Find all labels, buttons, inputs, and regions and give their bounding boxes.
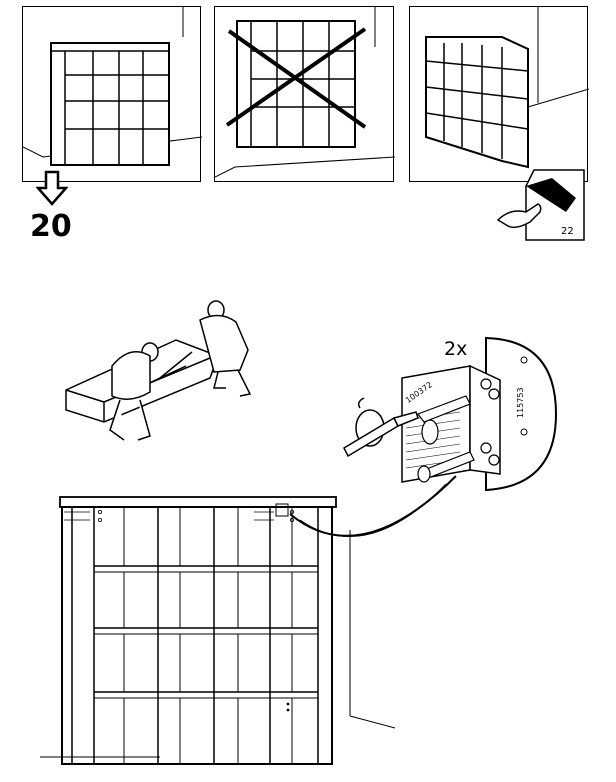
bracket-icon <box>469 364 501 475</box>
people-lifting <box>65 300 252 441</box>
quantity-label: 2x <box>444 338 468 360</box>
page-turn-icon <box>496 169 585 241</box>
screwdriver-icon <box>343 397 419 458</box>
screw-icon <box>417 395 475 483</box>
bracket-zoom-detail <box>343 336 558 492</box>
kallax-shelf <box>59 496 337 765</box>
panel-shelf-angled <box>409 6 589 182</box>
reference-page-number: 22 <box>561 226 574 237</box>
shelf-angled-illustration <box>425 7 589 169</box>
arrow-down-icon <box>36 170 68 206</box>
part-number-bracket: 115753 <box>516 387 525 418</box>
step-number: 20 <box>30 209 72 244</box>
shelf-illustration <box>23 7 202 166</box>
panel-shelf-correct <box>22 6 202 182</box>
shelf-crossed-illustration <box>215 7 395 178</box>
panel-shelf-wrong <box>214 6 395 182</box>
